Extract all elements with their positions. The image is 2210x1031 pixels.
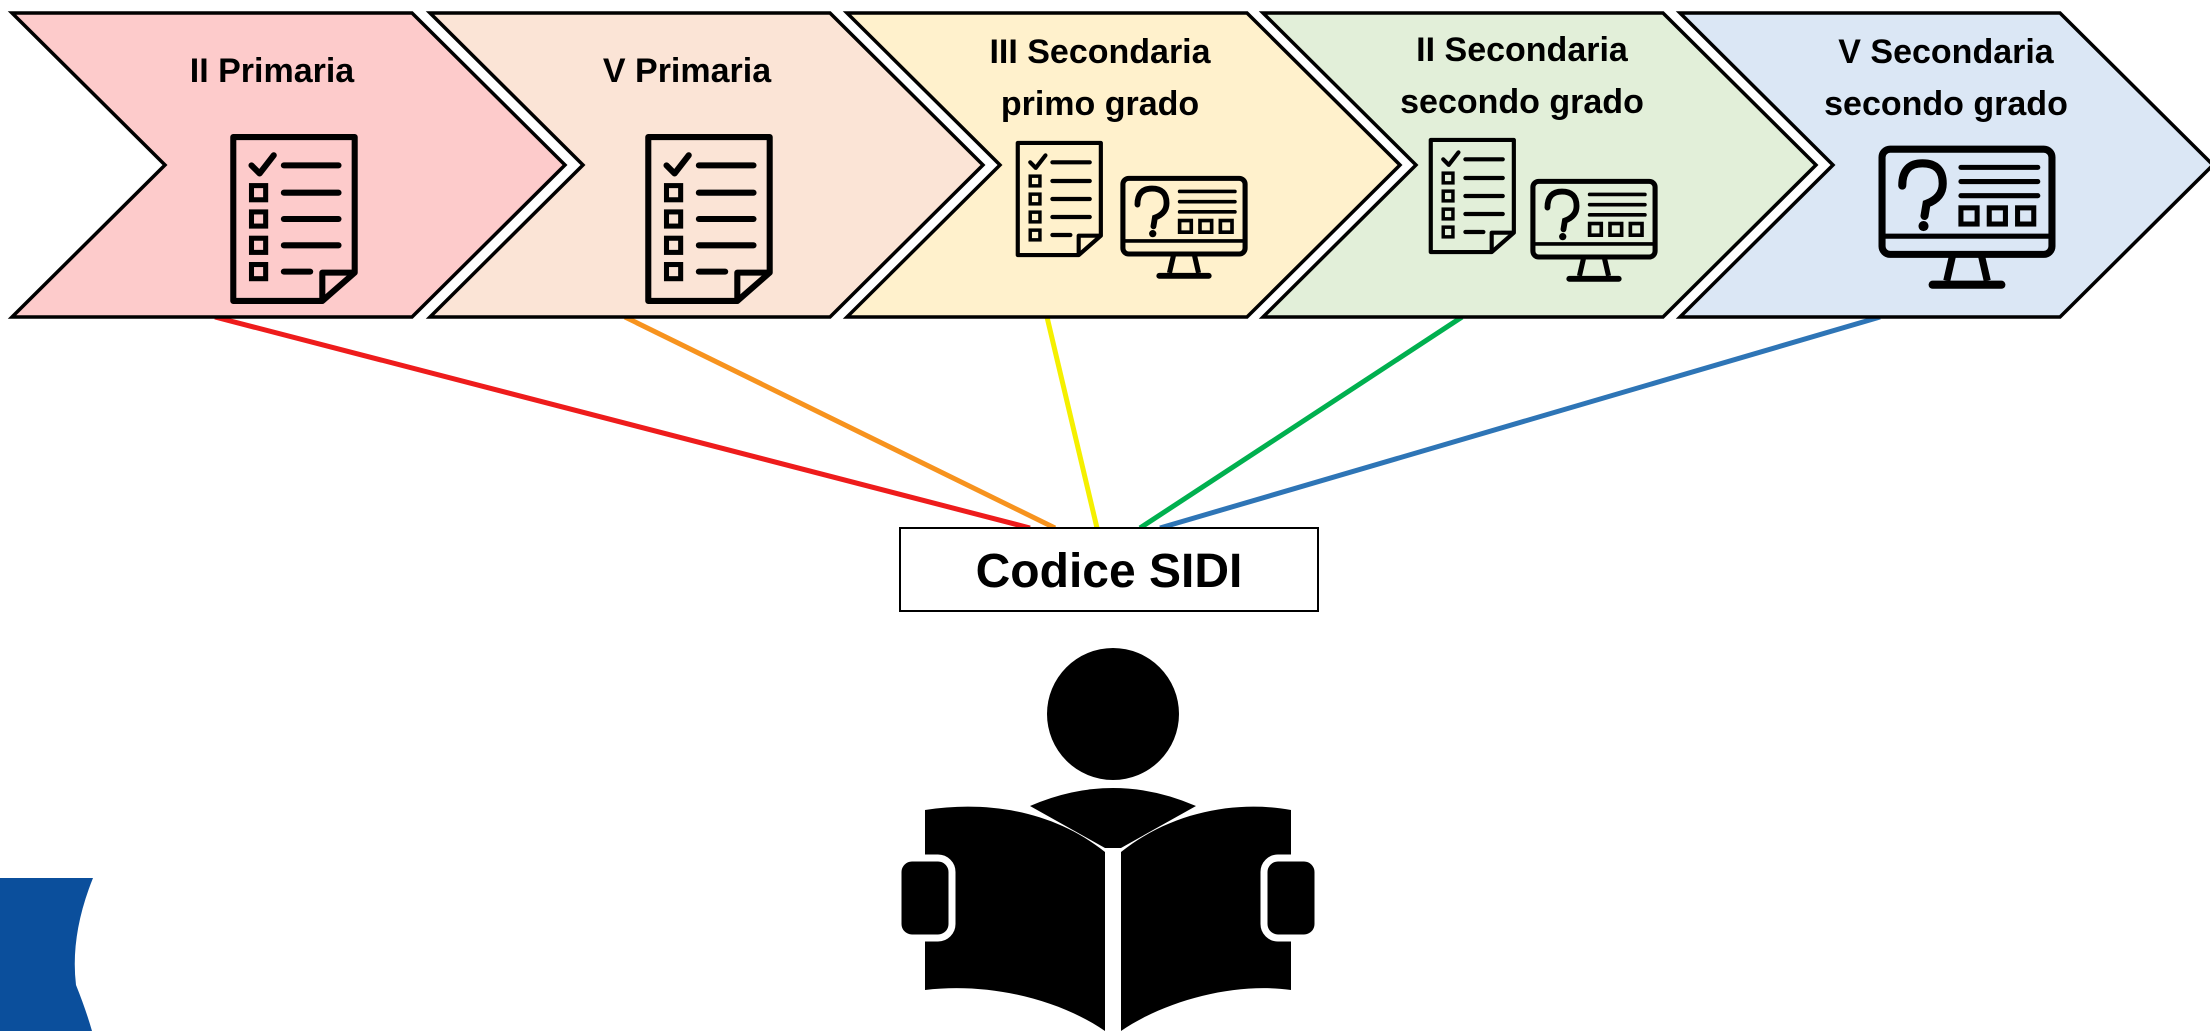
stage-title-line-2: secondo grado: [1400, 83, 1644, 121]
chevron-shape: [1258, 11, 1819, 319]
stage-title-line-1: III Secondaria: [989, 33, 1211, 71]
stage-title-line-2: secondo grado: [1824, 85, 2068, 123]
stage-title-line-1: V Primaria: [603, 52, 772, 90]
code-box-frame: [899, 527, 1319, 612]
connector-line-5: [1159, 314, 1881, 531]
connector-lines: [214, 314, 1881, 531]
chevron-shape: [842, 11, 1403, 319]
stage-chevron-1: II Primaria: [7, 11, 568, 319]
stage-title-line-1: II Secondaria: [1416, 31, 1629, 69]
connector-line-2: [623, 314, 1057, 531]
connector-line-4: [1138, 314, 1464, 531]
stage-title-line-1: II Primaria: [190, 52, 356, 90]
chevron-shape: [1675, 11, 2210, 319]
institutional-logo-icon: [0, 878, 93, 1031]
connector-line-3: [1044, 316, 1100, 529]
stage-chevron-4: II Secondaria secondo grado: [1258, 11, 1819, 319]
stage-chevron-2: V Primaria: [425, 11, 986, 319]
stage-title-line-2: primo grado: [1001, 85, 1199, 123]
stage-chevron-3: III Secondaria primo grado: [842, 11, 1403, 319]
code-box-label: Codice SIDI: [976, 545, 1243, 598]
student-reading-icon: [894, 648, 1322, 1031]
connector-line-1: [214, 314, 1031, 531]
stage-title-line-1: V Secondaria: [1838, 33, 2055, 71]
stage-chevron-5: V Secondaria secondo grado: [1675, 11, 2210, 319]
code-box: Codice SIDI: [899, 527, 1319, 612]
